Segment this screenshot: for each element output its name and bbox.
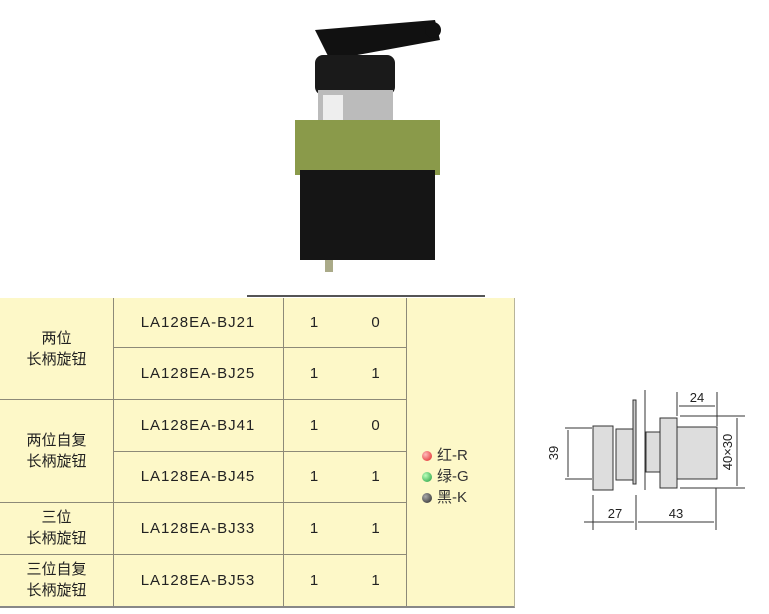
model-cell: LA128EA-BJ25 bbox=[140, 364, 256, 382]
value-cell: 0 bbox=[371, 416, 380, 434]
group-label: 两位长柄旋钮 bbox=[26, 329, 87, 368]
value-cell: 1 bbox=[309, 416, 319, 434]
value-cell: 1 bbox=[371, 468, 380, 485]
value-cell: 1 bbox=[309, 314, 319, 331]
svg-text:39: 39 bbox=[546, 446, 561, 460]
divider-line bbox=[247, 295, 485, 297]
svg-text:43: 43 bbox=[669, 506, 683, 521]
model-cell: LA128EA-BJ45 bbox=[140, 468, 256, 485]
legend-item: 黑-K bbox=[422, 487, 469, 508]
legend-item: 绿-G bbox=[422, 466, 469, 487]
value-cell: 1 bbox=[309, 364, 319, 382]
value-cell: 0 bbox=[371, 314, 380, 331]
group-label: 两位自复长柄旋钮 bbox=[26, 431, 87, 470]
value-cell: 1 bbox=[309, 519, 319, 537]
value-cell: 1 bbox=[371, 364, 380, 382]
red-dot-icon bbox=[422, 451, 432, 461]
svg-text:27: 27 bbox=[608, 506, 622, 521]
model-cell: LA128EA-BJ21 bbox=[140, 314, 256, 331]
black-dot-icon bbox=[422, 493, 432, 503]
product-photo bbox=[295, 20, 441, 272]
model-cell: LA128EA-BJ41 bbox=[140, 416, 256, 434]
group-label: 三位自复长柄旋钮 bbox=[26, 561, 87, 599]
value-cell: 1 bbox=[309, 468, 319, 485]
color-legend: 红-R 绿-G 黑-K bbox=[422, 445, 469, 508]
green-dot-icon bbox=[422, 472, 432, 482]
model-cell: LA128EA-BJ33 bbox=[140, 519, 256, 537]
svg-text:40×30: 40×30 bbox=[720, 434, 735, 471]
value-cell: 1 bbox=[309, 571, 319, 589]
value-cell: 1 bbox=[371, 519, 380, 537]
model-cell: LA128EA-BJ53 bbox=[140, 571, 256, 589]
group-label: 三位长柄旋钮 bbox=[26, 509, 87, 547]
dimension-drawing: 39 24 40×30 27 43 bbox=[546, 390, 745, 530]
legend-item: 红-R bbox=[422, 445, 469, 466]
spec-table: 两位长柄旋钮 两位自复长柄旋钮 三位长柄旋钮 三位自复长柄旋钮 LA128EA-… bbox=[0, 298, 515, 608]
svg-text:24: 24 bbox=[690, 390, 704, 405]
value-cell: 1 bbox=[371, 571, 380, 589]
